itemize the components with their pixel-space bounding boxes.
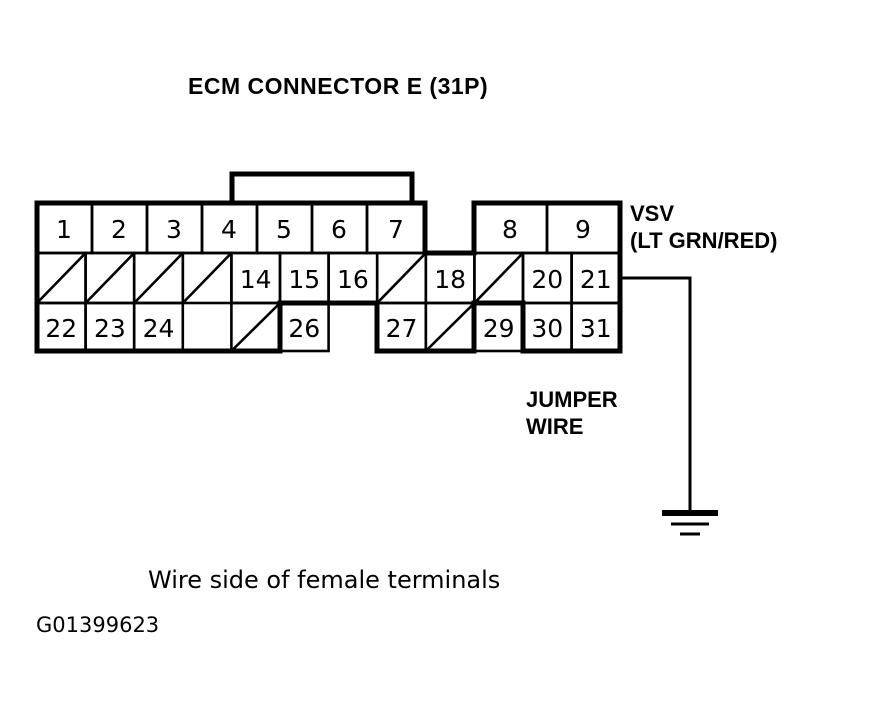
terminal-label-27: 27 (386, 314, 418, 343)
unused-slash-28 (424, 302, 476, 352)
row-2-numbers: 14 15 16 18 20 21 (240, 265, 612, 294)
jumper-wire-label-line1: JUMPER (526, 387, 618, 412)
vsv-wire-color: (LT GRN/RED) (630, 228, 778, 253)
unused-slash-19 (473, 252, 524, 304)
terminal-label-7: 7 (388, 215, 404, 244)
terminal-cell-24 (132, 301, 185, 353)
terminal-label-30: 30 (531, 314, 563, 343)
unused-slash-11 (84, 252, 136, 304)
jumper-wire-label-line2: WIRE (526, 414, 584, 439)
terminal-label-2: 2 (111, 215, 127, 244)
terminal-label-18: 18 (434, 265, 466, 294)
terminal-label-26: 26 (288, 314, 320, 343)
terminal-label-5: 5 (276, 215, 292, 244)
connector-title: ECM CONNECTOR E (31P) (188, 73, 489, 99)
terminal-label-16: 16 (337, 265, 369, 294)
terminal-label-24: 24 (143, 314, 175, 343)
terminal-label-6: 6 (331, 215, 347, 244)
terminal-label-1: 1 (56, 215, 72, 244)
terminal-label-4: 4 (221, 215, 237, 244)
terminal-label-31: 31 (580, 314, 612, 343)
row-3-cells (35, 301, 622, 353)
vsv-label-group: VSV (LT GRN/RED) (630, 200, 777, 254)
terminal-label-23: 23 (94, 314, 126, 343)
terminal-label-14: 14 (240, 265, 272, 294)
terminal-label-21: 21 (580, 265, 612, 294)
jumper-wire-line (620, 276, 692, 512)
terminal-label-20: 20 (531, 265, 563, 294)
terminal-label-8: 8 (502, 215, 518, 244)
jumper-wire-path (620, 276, 692, 512)
figure-id-label: G01399623 (36, 613, 160, 637)
unused-slash-17 (376, 252, 427, 304)
terminal-label-22: 22 (45, 314, 77, 343)
unused-slash-10 (36, 252, 87, 304)
terminal-label-15: 15 (288, 265, 320, 294)
row-3-numbers: 22 23 24 26 27 29 30 31 (45, 314, 611, 343)
ground-symbol (662, 510, 718, 536)
terminal-cell-31 (570, 301, 622, 353)
wire-side-caption: Wire side of female terminals (148, 566, 501, 594)
terminal-label-29: 29 (483, 314, 515, 343)
unused-slash-25 (230, 302, 281, 352)
terminal-cell-26 (278, 301, 330, 353)
unused-slash-12 (133, 252, 184, 304)
terminal-label-3: 3 (166, 215, 182, 244)
terminal-label-9: 9 (575, 215, 591, 244)
unused-slash-13 (181, 252, 233, 304)
row-1-numbers: 1 2 3 4 5 6 7 8 9 (56, 215, 591, 244)
jumper-wire-label-group: JUMPER WIRE (526, 386, 618, 440)
row-3-unused-slashes (230, 302, 476, 352)
row-2-unused-slashes (36, 252, 524, 304)
vsv-name: VSV (630, 201, 675, 226)
connector-locking-tab (229, 171, 415, 203)
